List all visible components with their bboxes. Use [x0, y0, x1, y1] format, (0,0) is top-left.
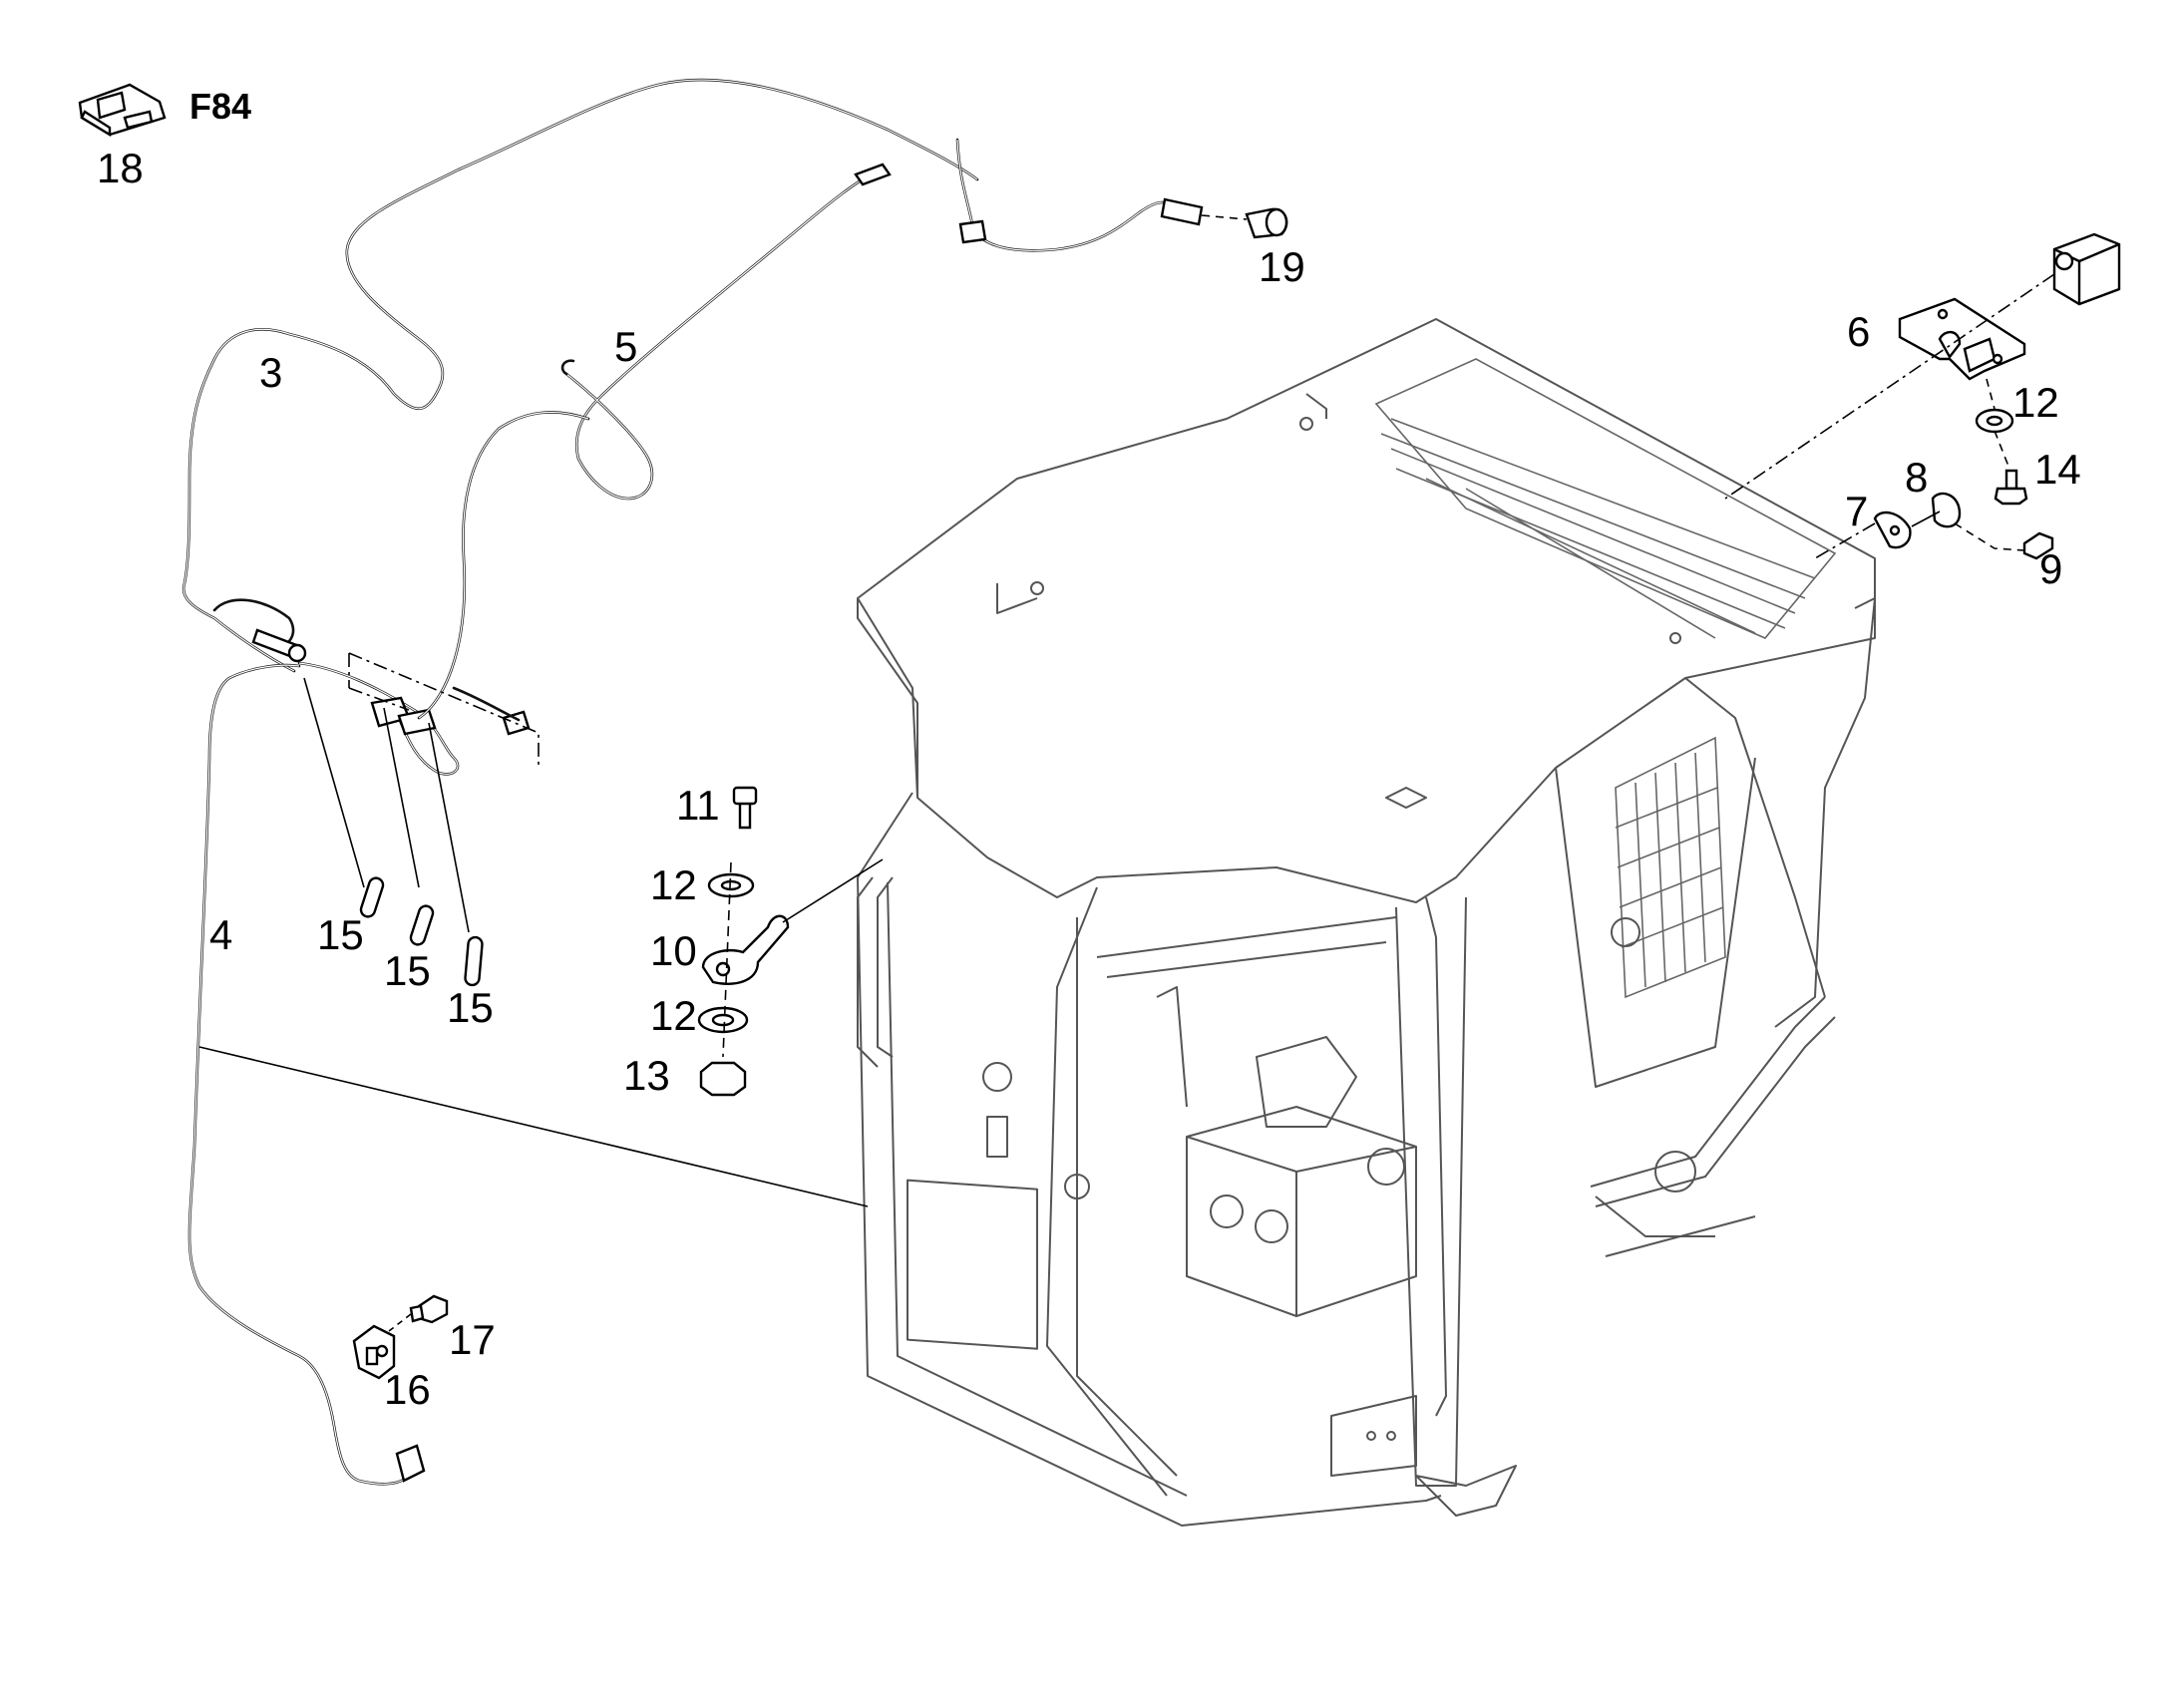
callout-11: 11 [676, 782, 720, 829]
callout-15-a: 15 [317, 911, 364, 958]
ref-line-b [348, 687, 410, 711]
callout-6: 6 [1847, 308, 1870, 355]
callout-9: 9 [2039, 545, 2062, 592]
roof-vent-grille [1374, 358, 1837, 639]
harness-4 [187, 411, 590, 1486]
callout-17: 17 [449, 1316, 496, 1363]
callout-5: 5 [614, 323, 637, 370]
harness-5 [560, 163, 892, 501]
lamp-bracket-assembly [1724, 232, 2121, 560]
callout-12-upper: 12 [650, 861, 697, 908]
leader-15a [303, 677, 365, 888]
fuse-icon [78, 83, 167, 138]
cable-tie-15b [409, 904, 435, 946]
harness-3 [182, 78, 979, 673]
callout-4: 4 [209, 911, 232, 958]
callout-13: 13 [623, 1052, 670, 1099]
callout-7: 7 [1845, 488, 1868, 534]
clamp-16 [352, 1324, 396, 1380]
leader-15b [383, 707, 420, 888]
callout-3: 3 [259, 349, 282, 396]
callout-14: 14 [2034, 446, 2081, 493]
side-grille [1615, 736, 1726, 999]
leader-4-cab [198, 1046, 869, 1207]
cable-tie-15c [464, 935, 484, 987]
fuse-label: F84 [189, 86, 251, 127]
callout-10: 10 [650, 927, 697, 974]
callout-19: 19 [1259, 243, 1305, 290]
callout-15-c: 15 [447, 984, 494, 1031]
ground-strap-assembly [697, 786, 884, 1097]
callout-12-lower: 12 [650, 992, 697, 1039]
callout-16: 16 [384, 1366, 431, 1413]
callout-18: 18 [97, 145, 144, 191]
screw-17 [388, 1294, 449, 1332]
cab-body [857, 318, 1876, 1527]
callout-12-right: 12 [2012, 379, 2059, 426]
leader-15c [428, 722, 470, 933]
callout-15-b: 15 [384, 947, 431, 994]
cable-tie-15a [359, 876, 385, 918]
harness-right-19 [955, 138, 1288, 252]
ref-box [348, 652, 540, 768]
callout-8: 8 [1905, 454, 1928, 501]
